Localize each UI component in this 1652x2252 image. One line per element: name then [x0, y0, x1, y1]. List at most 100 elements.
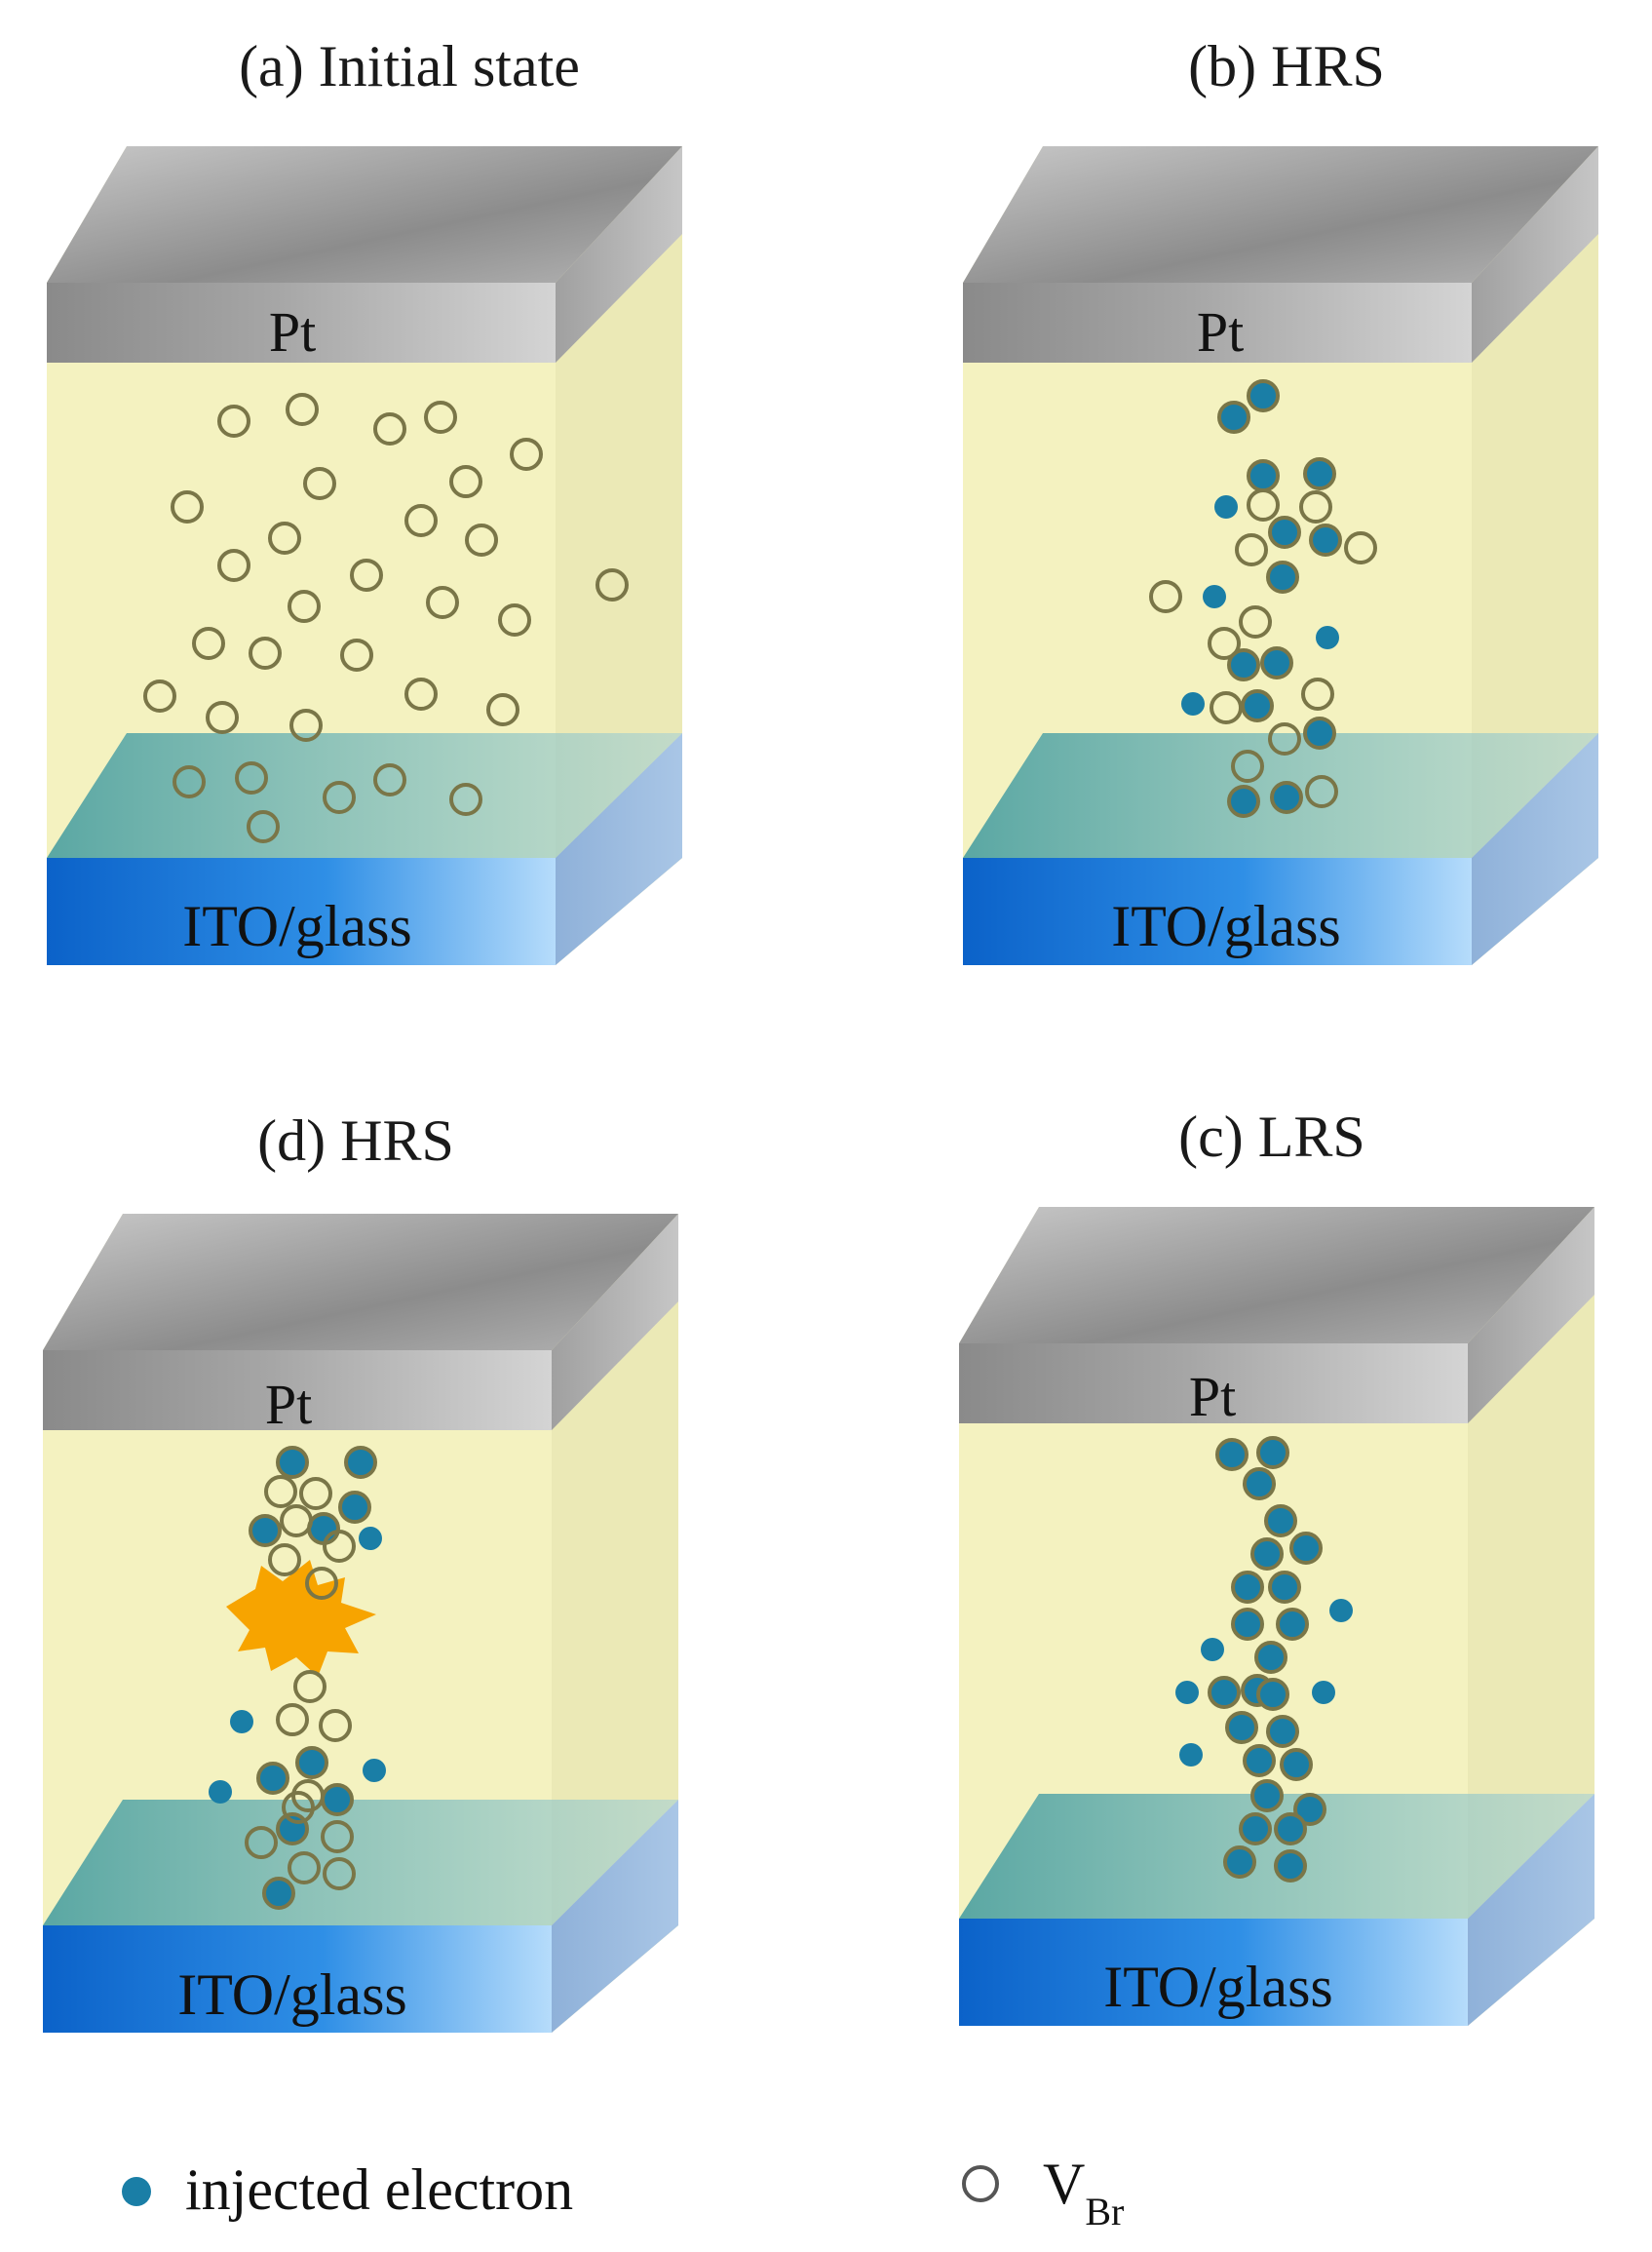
vacancy [235, 761, 268, 795]
electron-in-vacancy [1268, 1571, 1301, 1604]
vacancy [373, 763, 406, 796]
vacancy [206, 701, 239, 734]
ito-front [959, 1919, 1468, 2026]
vacancy [173, 765, 206, 798]
legend: injected electron VBr [122, 2152, 1124, 2233]
electron [363, 1759, 386, 1782]
pt-label: Pt [1189, 1365, 1236, 1428]
vacancy [449, 783, 482, 816]
vacancy [245, 1826, 278, 1859]
vacancy [291, 1779, 325, 1812]
vacancy [340, 639, 373, 672]
panel-b: (b) HRS Pt ITO/glass [963, 34, 1598, 965]
vacancy [1239, 605, 1272, 639]
particles [1149, 379, 1377, 818]
vacancy [465, 524, 498, 557]
vacancy [404, 678, 438, 711]
pt-front [963, 283, 1472, 363]
electron-in-vacancy [1268, 516, 1301, 549]
electron-in-vacancy [1243, 1744, 1276, 1777]
electron [1179, 1743, 1203, 1767]
electron-in-vacancy [321, 1783, 354, 1816]
vacancy [323, 1857, 356, 1890]
vacancy [1235, 533, 1268, 566]
electron-in-vacancy [1217, 401, 1250, 434]
vacancy [268, 1543, 301, 1576]
vacancy [276, 1703, 309, 1736]
electron-in-vacancy [1289, 1532, 1323, 1565]
pt-front [47, 283, 556, 363]
ito-label: ITO/glass [1111, 894, 1341, 958]
electron-in-vacancy [1227, 785, 1260, 818]
pt-side [552, 1214, 678, 1430]
electron-in-vacancy [295, 1746, 328, 1779]
electron-in-vacancy [1270, 781, 1303, 814]
electron-in-vacancy [1254, 1641, 1287, 1674]
electron-in-vacancy [1256, 1436, 1289, 1469]
vacancy [595, 568, 629, 602]
electron [1201, 1638, 1224, 1661]
vacancy [192, 627, 225, 660]
electron-in-vacancy [1241, 689, 1274, 722]
vacancy [1149, 580, 1182, 613]
vacancy [249, 637, 282, 670]
vacancy [404, 504, 438, 537]
legend-electron-label: injected electron [185, 2157, 573, 2222]
ito-top-face [47, 733, 682, 858]
ito-label: ITO/glass [177, 1962, 407, 2027]
vacancy [286, 393, 319, 426]
electron-in-vacancy [1243, 1467, 1276, 1500]
electron [1181, 692, 1205, 716]
device-stack: Pt ITO/glass [963, 146, 1598, 965]
legend-vacancy-main: V [1043, 2152, 1085, 2216]
device-stack: Pt ITO/glass [47, 146, 682, 965]
pt-top-face [43, 1214, 678, 1350]
particles [1175, 1436, 1353, 1883]
vacancy [299, 1477, 332, 1510]
panel-d: (d) HRS Pt ITO/glass [43, 1108, 678, 2033]
electron [1312, 1681, 1335, 1704]
pt-top-face [959, 1207, 1594, 1343]
vacancy [268, 522, 301, 555]
pt-label: Pt [269, 300, 316, 364]
vacancy [288, 590, 321, 623]
vacancy [282, 1791, 315, 1824]
ito-front [43, 1925, 552, 2033]
electron-in-vacancy [1247, 379, 1280, 412]
vacancy [1305, 775, 1338, 808]
panel-title: (d) HRS [257, 1108, 454, 1173]
electron-in-vacancy [1231, 1571, 1264, 1604]
electron-in-vacancy [1266, 1715, 1299, 1748]
rupture-burst [226, 1560, 376, 1677]
electron-in-vacancy [1303, 717, 1336, 750]
electron-in-vacancy [249, 1514, 282, 1547]
panel-title: (c) LRS [1178, 1105, 1365, 1169]
ito-side [552, 1800, 678, 2033]
ito-front [963, 858, 1472, 965]
electron-in-vacancy [1309, 524, 1342, 557]
electron [1203, 585, 1226, 608]
electron-in-vacancy [1256, 1678, 1289, 1711]
particles [143, 393, 629, 843]
electron [230, 1710, 253, 1733]
vacancy [1208, 627, 1241, 660]
vacancy [264, 1475, 297, 1508]
ito-top-face [959, 1794, 1594, 1919]
electron [1329, 1599, 1353, 1622]
electron-in-vacancy [1274, 1849, 1307, 1883]
vacancy [498, 603, 531, 637]
electron [1316, 626, 1339, 649]
vacancy [1301, 678, 1334, 711]
electron-in-vacancy [1264, 1504, 1297, 1537]
vacancy [424, 401, 457, 434]
vacancy [171, 490, 204, 524]
pt-front [43, 1350, 552, 1430]
electron-in-vacancy [1231, 1608, 1264, 1641]
pt-top-face [963, 146, 1598, 283]
vacancy [319, 1709, 352, 1742]
vacancy [217, 405, 250, 438]
electron-in-vacancy [1239, 1812, 1272, 1845]
electron-in-vacancy [276, 1812, 309, 1845]
vacancy [1268, 722, 1301, 756]
